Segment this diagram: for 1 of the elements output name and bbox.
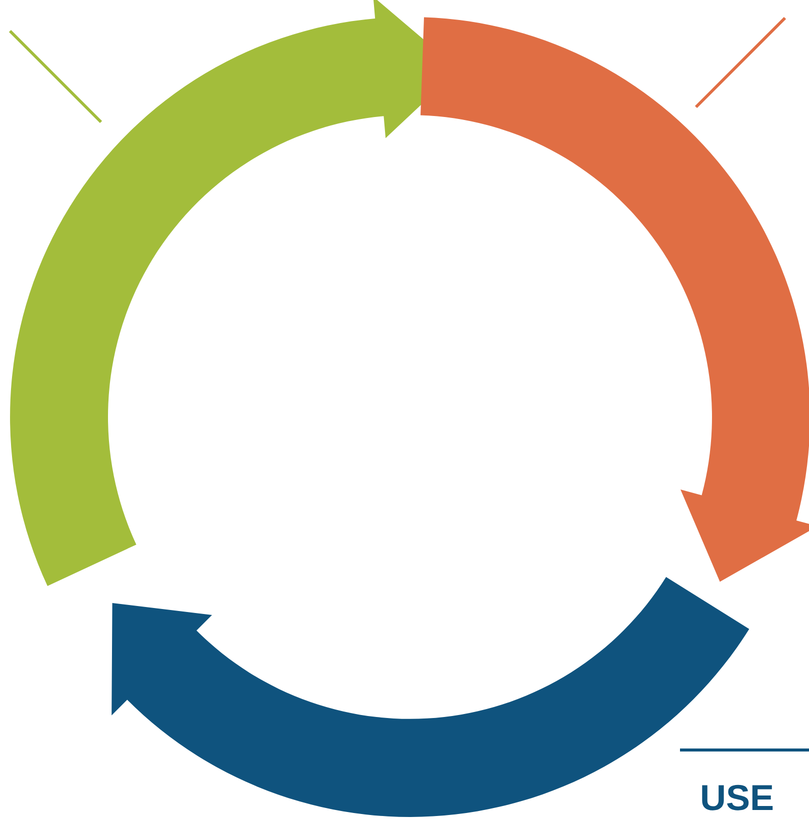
- heading-text: USE: [700, 778, 774, 818]
